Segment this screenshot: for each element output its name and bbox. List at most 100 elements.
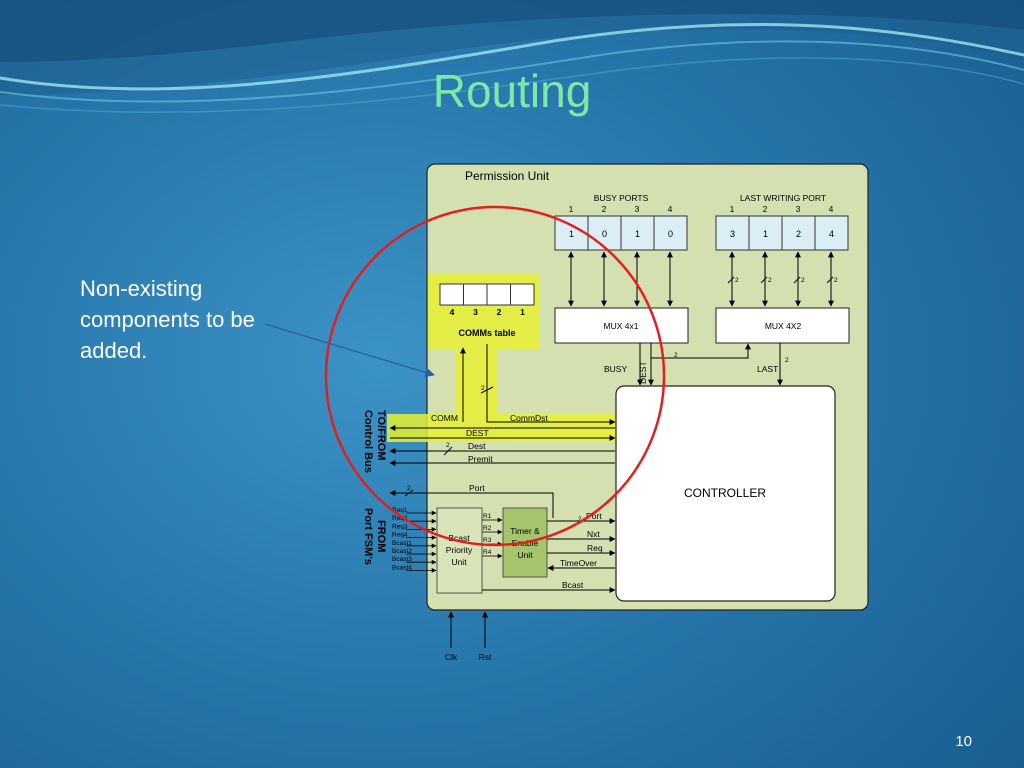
comms-table: 4 3 2 1 <box>439 283 535 317</box>
priority-output-label: R2 <box>483 525 492 532</box>
timer-enable-text: Unit <box>517 550 533 560</box>
priority-output-label: R3 <box>483 537 492 544</box>
mux-4x1-label: MUX 4x1 <box>604 321 639 331</box>
port-width-label: 2 <box>407 485 411 492</box>
bcast-priority-unit <box>436 507 483 594</box>
bcast-signal-label: Bcast <box>562 580 584 590</box>
req-signal-label: Req <box>587 543 603 553</box>
request-input-label: Req4 <box>392 532 408 539</box>
bcast-priority-text: Priority <box>446 545 473 555</box>
bus-slash <box>760 276 768 284</box>
bus-width-label: 2 <box>768 277 772 284</box>
bcast-priority-text: Unit <box>451 557 467 567</box>
port-right-signal-label: Port <box>586 511 602 521</box>
busy-port-index: 2 <box>602 204 607 214</box>
timer-enable-text: Timer & <box>510 526 540 536</box>
bcast-priority-text: Bcast <box>448 533 470 543</box>
permission-unit-label: Permission Unit <box>465 169 550 183</box>
dest-upper-signal-label: DEST <box>466 428 489 438</box>
mux-4x2 <box>715 307 850 344</box>
nxt-signal-label: Nxt <box>587 529 600 539</box>
busy-port-value: 0 <box>668 229 673 239</box>
slide-title: Routing <box>432 65 592 117</box>
bus-width-label: 2 <box>834 277 838 284</box>
comms-table-label: COMMs table <box>458 328 515 338</box>
page-number: 10 <box>955 733 972 750</box>
last-port-index: 4 <box>829 204 834 214</box>
busy-port-index: 4 <box>668 204 673 214</box>
request-input-label: Bcast3 <box>392 556 412 563</box>
bus-width-label: 2 <box>735 277 739 284</box>
last-port-index: 3 <box>796 204 801 214</box>
last-bus-width: 2 <box>785 357 789 364</box>
busy-port-value: 0 <box>602 229 607 239</box>
port-fsms-label-line1: FROM <box>375 520 387 552</box>
request-input-label: Req1 <box>392 507 408 514</box>
mux-4x1 <box>554 307 689 344</box>
busy-ports-indices: 1 2 3 4 <box>569 204 673 214</box>
comm-signal-label: COMM <box>431 413 458 423</box>
port-fsms-label-line2: Port FSM's <box>362 508 374 565</box>
request-input-label: Bcast4 <box>392 564 412 571</box>
comms-table-index: 3 <box>473 307 478 317</box>
clk-label: Clk <box>445 652 458 662</box>
last-port-cell <box>781 215 816 251</box>
comms-table-cell <box>463 283 488 306</box>
dest-width-label: 2 <box>446 442 450 449</box>
comms-table-index: 4 <box>450 307 455 317</box>
last-port-value: 1 <box>763 229 768 239</box>
mux-4x2-label: MUX 4X2 <box>765 321 802 331</box>
comm-bus-width: 2 <box>481 385 485 392</box>
bus-slash <box>727 276 735 284</box>
busy-signal-label: BUSY <box>604 364 627 374</box>
comms-table-index: 2 <box>497 307 502 317</box>
busy-port-cell <box>587 215 622 251</box>
premit-signal-label: Premit <box>468 454 493 464</box>
control-bus-label-line2: Control Bus <box>362 410 374 473</box>
busy-ports-label: BUSY PORTS <box>594 193 649 203</box>
last-port-cell <box>814 215 849 251</box>
bus-width-label: 2 <box>801 277 805 284</box>
last-port-value: 4 <box>829 229 834 239</box>
request-input-label: Req2 <box>392 515 408 522</box>
busy-port-cell <box>653 215 688 251</box>
last-port-cell <box>748 215 783 251</box>
last-port-value: 3 <box>730 229 735 239</box>
comms-table-cell <box>510 283 535 306</box>
busy-port-index: 3 <box>635 204 640 214</box>
busy-ports-register: 1 0 1 0 <box>554 215 688 251</box>
highlight-circle <box>324 205 666 547</box>
priority-output-label: R1 <box>483 513 492 520</box>
timeover-signal-label: TimeOver <box>560 558 597 568</box>
dest-signal-label: Dest <box>468 441 486 451</box>
busy-port-value: 1 <box>569 229 574 239</box>
last-port-index: 1 <box>730 204 735 214</box>
busy-port-value: 1 <box>635 229 640 239</box>
request-input-label: Bcast1 <box>392 540 412 547</box>
controller-label: CONTROLLER <box>684 486 766 500</box>
annotation-note: Non-existing components to be added. <box>80 276 255 363</box>
last-port-index: 2 <box>763 204 768 214</box>
rst-label: Rst <box>479 652 492 662</box>
dest-bus-width: 2 <box>674 352 678 359</box>
busy-port-index: 1 <box>569 204 574 214</box>
comms-table-index: 1 <box>520 307 525 317</box>
priority-output-label: R4 <box>483 549 492 556</box>
bus-slash <box>793 276 801 284</box>
control-bus-label-line1: TO/FROM <box>375 410 387 461</box>
bus-slash <box>826 276 834 284</box>
request-input-label: Req3 <box>392 523 408 530</box>
dest-vertical-label: DEST <box>638 361 648 384</box>
busy-port-cell <box>620 215 655 251</box>
last-signal-label: LAST <box>757 364 778 374</box>
comms-table-cell <box>486 283 511 306</box>
port-signal-label: Port <box>469 483 485 493</box>
register-mux-connections: 2 2 2 2 <box>568 251 838 307</box>
last-writing-port-label: LAST WRITING PORT <box>740 193 826 203</box>
